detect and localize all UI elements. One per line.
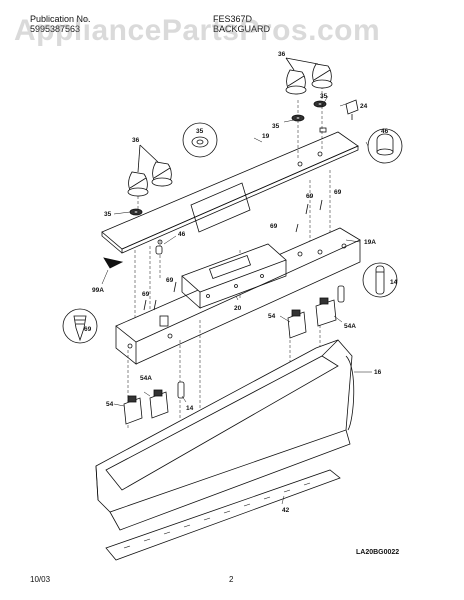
revision-date: 10/03 xyxy=(30,575,51,584)
callout-20: 20 xyxy=(234,305,242,312)
callout-69-e: 69 xyxy=(142,291,150,298)
callout-14-detail: 14 xyxy=(390,279,398,286)
callout-42: 42 xyxy=(282,507,290,514)
screws xyxy=(143,199,323,311)
callout-69-a: 69 xyxy=(306,193,314,200)
publication-number: 5995387563 xyxy=(30,24,81,34)
switches-right xyxy=(287,297,337,339)
switches-left xyxy=(123,389,169,425)
knob-pair-left xyxy=(127,144,173,197)
callout-35-upper: 35 xyxy=(320,93,328,100)
callout-69-b: 69 xyxy=(334,189,342,196)
detail-circle-screw-left xyxy=(62,308,98,344)
callout-54-right: 54 xyxy=(268,313,276,320)
detail-circle-lamp xyxy=(362,262,398,298)
indicator-lamp-left xyxy=(177,381,185,399)
detail-circle-washer xyxy=(182,122,218,158)
section-title: BACKGUARD xyxy=(213,24,271,34)
callout-24: 24 xyxy=(360,103,368,110)
callout-54-left: 54 xyxy=(106,401,114,408)
callout-35-left: 35 xyxy=(104,211,112,218)
callout-35-mid: 35 xyxy=(272,123,280,130)
detail-circle-endcap xyxy=(367,128,403,164)
backguard-housing xyxy=(95,339,355,531)
drawing-code: LA20BG0022 xyxy=(356,549,400,556)
indicator-lamp-right xyxy=(337,285,345,303)
callout-99a: 99A xyxy=(92,287,104,294)
callout-46-detail: 46 xyxy=(381,128,389,135)
callout-16: 16 xyxy=(374,369,382,376)
clip-part xyxy=(345,99,359,120)
callout-36-left: 36 xyxy=(132,137,140,144)
publication-label: Publication No. xyxy=(30,14,91,24)
callout-46: 46 xyxy=(178,231,186,238)
callout-35-detail: 35 xyxy=(196,128,204,135)
callout-19a: 19A xyxy=(364,239,376,246)
callout-69-c: 69 xyxy=(270,223,278,230)
model-number: FES367D xyxy=(213,14,253,24)
callout-19: 19 xyxy=(262,133,270,140)
callout-36-upper: 36 xyxy=(278,51,286,58)
knob-pair-upper xyxy=(285,57,333,95)
washers xyxy=(129,100,327,216)
callout-14-left: 14 xyxy=(186,405,194,412)
watermark: AppliancePartsPros.com xyxy=(14,14,381,47)
callout-69-detail: 69 xyxy=(84,326,92,333)
backguard-panel xyxy=(101,127,359,269)
vent-trim xyxy=(105,469,341,561)
callout-54a-right: 54A xyxy=(344,323,356,330)
page-number: 2 xyxy=(229,575,234,584)
plug xyxy=(155,245,163,255)
mounting-bracket xyxy=(115,227,361,365)
leader-lines xyxy=(101,95,372,505)
callout-54a-left: 54A xyxy=(140,375,152,382)
callout-69-d: 69 xyxy=(166,277,174,284)
control-board xyxy=(181,243,287,309)
